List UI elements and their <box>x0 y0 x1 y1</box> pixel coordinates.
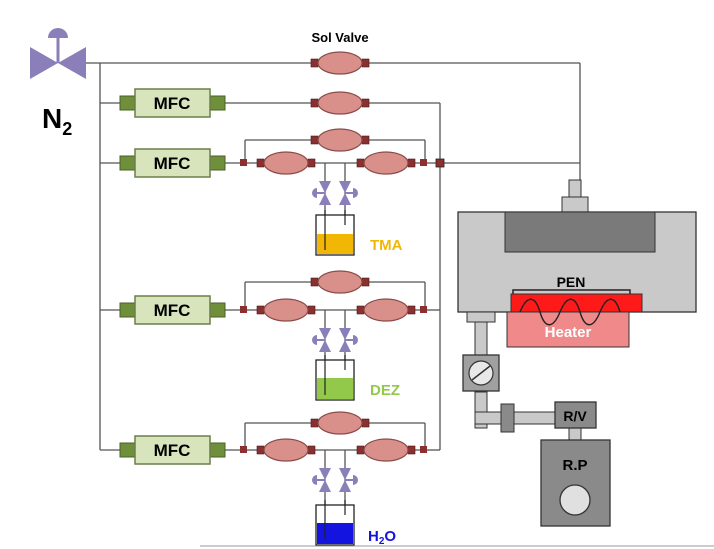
solenoid-valve-icon <box>310 91 370 115</box>
three-way-valve-icon <box>339 328 358 352</box>
h2o-bottle: H2O <box>315 500 396 547</box>
mfc-label: MFC <box>154 154 191 173</box>
mfc-label: MFC <box>154 301 191 320</box>
bubbler-valves <box>312 181 358 492</box>
solenoid-valve-icon <box>356 298 416 322</box>
three-way-valve-icon <box>339 468 358 492</box>
three-way-valve-icon <box>312 328 331 352</box>
tma-label: TMA <box>370 237 403 254</box>
pump-rotor-icon <box>559 484 591 516</box>
reaction-chamber: PEN Heater <box>457 179 697 348</box>
solenoid-valve-icon <box>310 128 370 152</box>
solenoid-valve-icon <box>310 270 370 294</box>
rp-label: R.P <box>562 457 587 474</box>
solenoid-valve-icon <box>356 438 416 462</box>
solenoid-valves <box>256 51 416 462</box>
solenoid-valve-icon <box>310 411 370 435</box>
solenoid-valve-icon <box>256 438 316 462</box>
three-way-valve-icon <box>339 181 358 205</box>
three-way-valve-icon <box>30 28 86 79</box>
solenoid-valve-icon <box>310 51 370 75</box>
exhaust-line: R/V R.P <box>462 311 611 527</box>
mfc-1: MFC <box>119 88 226 118</box>
tma-bottle: TMA <box>315 210 403 256</box>
solenoid-valve-icon <box>256 298 316 322</box>
n2-label: N2 <box>42 103 72 139</box>
mfc-2: MFC <box>119 148 226 178</box>
gauge-icon <box>462 354 500 392</box>
three-way-valve-icon <box>312 468 331 492</box>
dez-bottle: DEZ <box>315 355 400 401</box>
mfc-label: MFC <box>154 441 191 460</box>
dez-label: DEZ <box>370 382 400 399</box>
pen-label: PEN <box>557 274 586 290</box>
heater-label: Heater <box>545 324 592 341</box>
h2o-label: H2O <box>368 528 396 547</box>
three-way-valve-icon <box>312 181 331 205</box>
rv-label: R/V <box>563 408 587 424</box>
junction-nodes <box>240 158 445 453</box>
mfc-3: MFC <box>119 295 226 325</box>
mfc-4: MFC <box>119 435 226 465</box>
mfc-label: MFC <box>154 94 191 113</box>
solenoid-valve-icon <box>256 151 316 175</box>
solenoid-valve-icon <box>356 151 416 175</box>
sol-valve-label: Sol Valve <box>311 30 368 45</box>
n2-source: N2 <box>30 28 86 139</box>
